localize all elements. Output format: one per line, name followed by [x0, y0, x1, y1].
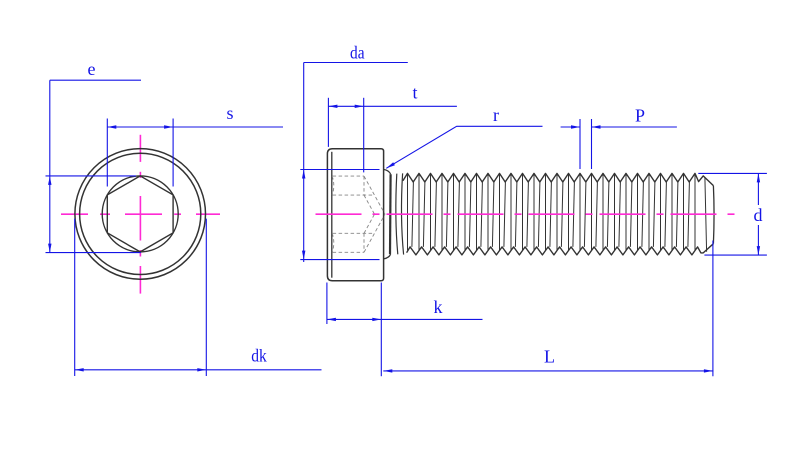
svg-text:s: s	[226, 103, 233, 123]
svg-text:d: d	[754, 205, 763, 225]
svg-text:da: da	[350, 42, 365, 62]
svg-text:P: P	[635, 105, 645, 125]
svg-text:e: e	[88, 59, 96, 79]
svg-text:L: L	[544, 346, 555, 366]
svg-text:r: r	[493, 105, 499, 125]
svg-text:k: k	[434, 297, 443, 317]
svg-text:dk: dk	[251, 345, 267, 365]
svg-text:t: t	[412, 82, 417, 102]
